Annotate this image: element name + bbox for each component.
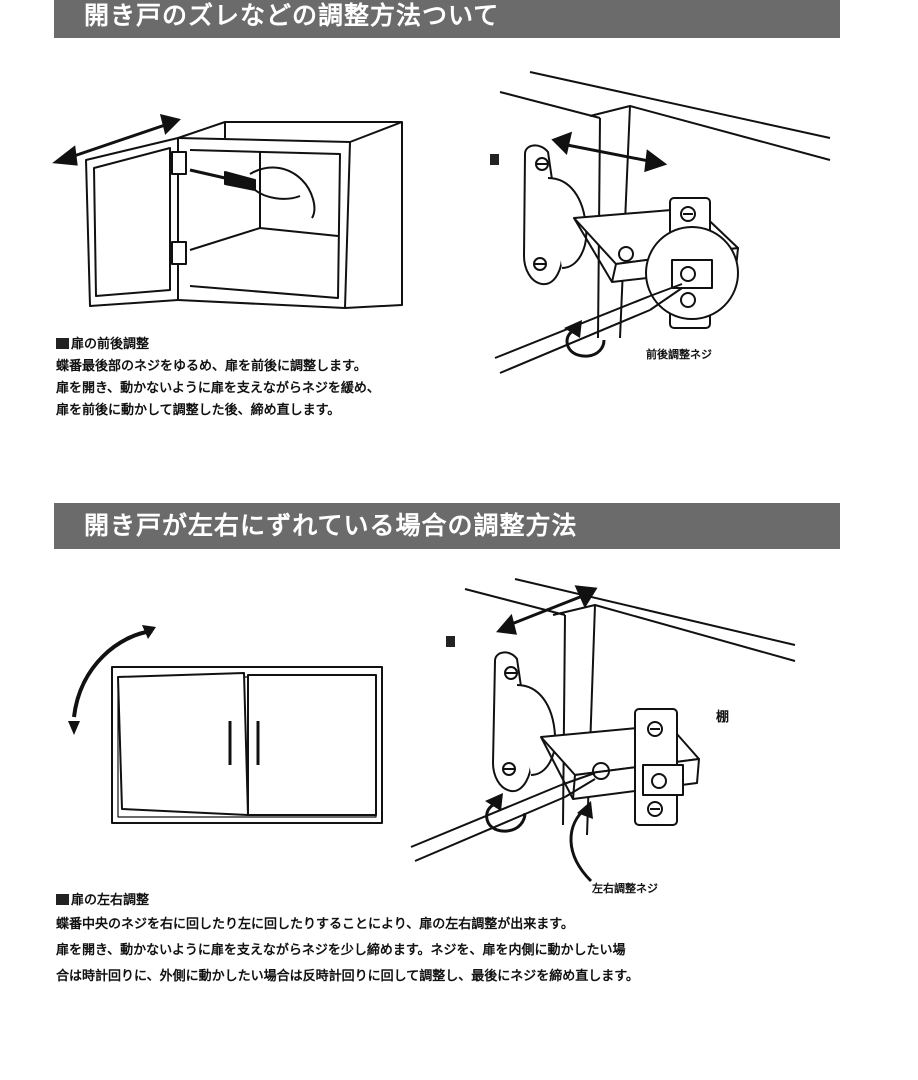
section2-title: 開き戸が左右にずれている場合の調整方法 (54, 503, 840, 549)
callout-front-back-screw: 前後調整ネジ (646, 348, 712, 361)
door-marker-1 (490, 154, 499, 165)
caption1-heading: 扉の前後調整 (71, 337, 150, 352)
caption1-line: 扉を前後に動かして調整した後、締め直します。 (56, 403, 341, 418)
bullet-square-icon (56, 894, 69, 905)
caption2-line: 蝶番中央のネジを右に回したり左に回したりすることにより、扉の左右調整が出来ます。 (56, 917, 574, 932)
bullet-square-icon (56, 338, 69, 349)
section1-title: 開き戸のズレなどの調整方法ついて (54, 0, 840, 38)
section1-caption: 扉の前後調整 蝶番最後部のネジをゆるめ、扉を前後に調整します。 扉を開き、動かな… (56, 334, 380, 422)
shelf-label: 棚 (716, 710, 730, 725)
section2-caption: 扉の左右調整 蝶番中央のネジを右に回したり左に回したりすることにより、扉の左右調… (56, 890, 639, 990)
caption2-line: 扉を開き、動かないように扉を支えながらネジを少し締めます。ネジを、扉を内側に動か… (56, 943, 626, 958)
callout-left-right-screw: 左右調整ネジ (592, 882, 658, 895)
door-marker-2 (446, 636, 455, 647)
hinge-front-back-illustration (494, 71, 831, 374)
caption2-heading: 扉の左右調整 (71, 893, 150, 908)
hinge-left-right-illustration (410, 578, 796, 883)
cabinet-front-back-illustration (52, 113, 403, 309)
caption1-line: 蝶番最後部のネジをゆるめ、扉を前後に調整します。 (56, 359, 367, 374)
caption2-line: 合は時計回りに、外側に動かしたい場合は反時計回りに回して調整し、最後にネジを締め… (56, 969, 639, 984)
cabinet-left-right-illustration (68, 625, 383, 824)
caption1-line: 扉を開き、動かないように扉を支えながらネジを緩め、 (56, 381, 380, 396)
